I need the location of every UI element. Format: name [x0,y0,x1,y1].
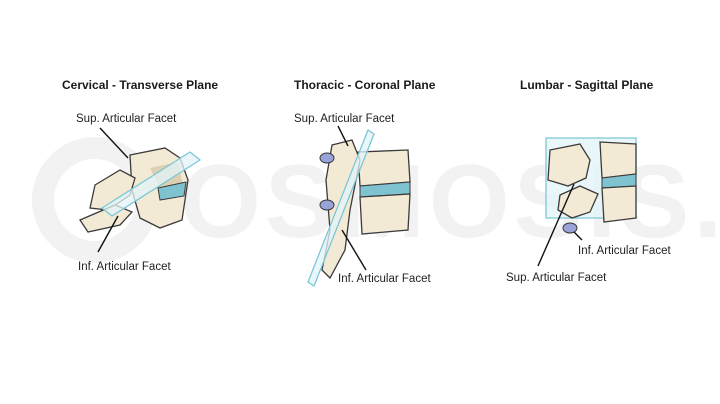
lumbar-sup-pointer [537,183,575,267]
lumbar-lower-arch [557,185,599,219]
cervical-disc [157,181,187,201]
thoracic-upper-facet [319,152,335,164]
lumbar-inf-label: Inf. Articular Facet [578,245,671,257]
cervical-title: Cervical - Transverse Plane [62,78,219,92]
cervical-sup-pointer [99,127,129,159]
cervical-sup-label: Sup. Articular Facet [76,113,177,125]
thoracic-inf-pointer [341,229,367,271]
lumbar-facet [562,222,578,234]
thoracic-title: Thoracic - Coronal Plane [294,78,436,92]
coronal-plane [307,129,375,287]
cervical-inf-label: Inf. Articular Facet [78,261,171,273]
lumbar-upper-arch [547,143,591,187]
lumbar-lower-body [601,185,637,223]
thoracic-lower-body [359,193,411,235]
thoracic-sup-label: Sup. Articular Facet [294,113,395,125]
thoracic-vertebra-illustration [307,125,411,287]
thoracic-sup-pointer [337,125,349,147]
transverse-plane [100,151,202,217]
cervical-vertebra-illustration [79,127,202,253]
thoracic-inf-label: Inf. Articular Facet [338,273,431,285]
cervical-inf-pointer [97,215,119,253]
thoracic-lower-facet [319,199,335,211]
lumbar-vertebra-illustration [537,137,637,267]
lumbar-sup-label: Sup. Articular Facet [506,272,607,284]
lumbar-upper-body [599,141,637,179]
lumbar-title: Lumbar - Sagittal Plane [520,78,654,92]
lumbar-inf-pointer [573,231,583,241]
